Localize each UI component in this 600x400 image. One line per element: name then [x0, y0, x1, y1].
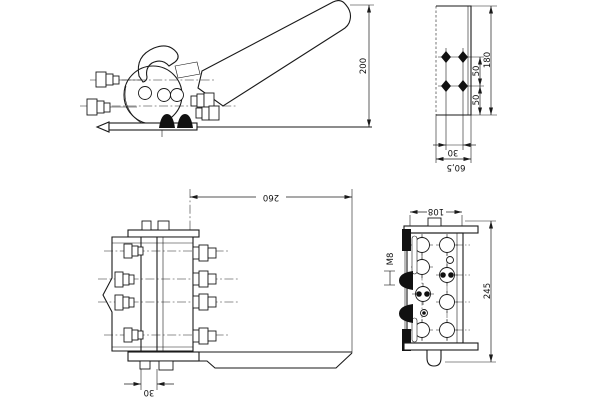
- stud-bottom: [158, 360, 174, 371]
- bolt-left-upper: [95, 71, 141, 88]
- view-coupling-plan: 260: [98, 189, 353, 397]
- bolt-right-lower: [195, 105, 220, 121]
- stud-bottom: [139, 360, 151, 370]
- dimension-hole-cols-30: 30: [433, 142, 476, 157]
- dimension-length-260: 260: [189, 189, 353, 353]
- edge-bolts: [399, 229, 418, 351]
- dim-label-245: 245: [483, 283, 493, 299]
- rubber-buffer: [177, 114, 193, 128]
- dimension-height-200: 200: [350, 4, 374, 127]
- m8-hole: [446, 256, 454, 264]
- dim-label-200: 200: [359, 58, 369, 74]
- dim-label-108: 108: [428, 206, 444, 216]
- flange-top: [403, 225, 479, 234]
- hole-grid: [411, 234, 470, 341]
- bolt-right-upper: [190, 92, 215, 108]
- mounting-holes: [441, 51, 468, 92]
- dim-label-50-upper: 50: [472, 66, 482, 77]
- bolt-right-1: [192, 244, 217, 262]
- dim-label-60-5: 60,5: [447, 162, 466, 172]
- thread-callout-m8: M8: [384, 253, 396, 286]
- stud-top: [157, 220, 170, 231]
- cross-plate-top: [127, 229, 200, 238]
- coupling-housing: [102, 236, 194, 352]
- rubber-buffer: [159, 114, 175, 128]
- view-bracket-side: 50 50 180 30 60,5: [433, 5, 497, 172]
- stud-top: [141, 220, 152, 231]
- view-bracket-front: 108: [384, 206, 496, 367]
- dim-label-180: 180: [483, 52, 493, 68]
- bolt-left-4: [123, 327, 144, 343]
- dim-label-slot-30: 30: [144, 387, 155, 397]
- pin-hole: [170, 88, 184, 102]
- flange-bottom: [403, 342, 479, 351]
- bolt-right-4: [192, 327, 217, 345]
- bottom-tab: [426, 349, 442, 367]
- thread-label: M8: [386, 253, 396, 266]
- dim-label-260: 260: [263, 192, 279, 202]
- bolt-left-1: [123, 243, 144, 259]
- dimension-total-180: 180: [471, 5, 497, 116]
- dim-label-50-lower: 50: [472, 95, 482, 106]
- pin-hole: [138, 86, 152, 100]
- bolt-left-lower: [86, 98, 137, 116]
- coupling-hook: [137, 45, 179, 83]
- dimension-height-245: 245: [445, 220, 496, 363]
- bolt-right-2: [192, 270, 217, 288]
- dimension-pitch-50-50: 50 50: [472, 57, 483, 115]
- bolt-left-2: [114, 271, 135, 288]
- view-coupling-side: 200: [80, 0, 374, 137]
- coupling-handle: [197, 0, 352, 107]
- bolt-right-3: [192, 293, 217, 311]
- cross-plate-bottom: [127, 351, 200, 362]
- coupling-latch: [174, 61, 201, 79]
- bolt-left-3: [114, 294, 135, 311]
- dimension-slot-30: 30: [124, 369, 174, 397]
- dim-label-30: 30: [448, 147, 459, 157]
- drawbar-bottom-edge: [199, 352, 353, 369]
- base-plate: [95, 114, 198, 137]
- dimension-width-108: 108: [409, 206, 463, 227]
- bolt-head-top: [427, 217, 442, 227]
- bracket-plate-outline: [436, 5, 472, 116]
- pin-hole: [157, 88, 171, 102]
- dimension-width-60-5: 60,5: [435, 115, 472, 172]
